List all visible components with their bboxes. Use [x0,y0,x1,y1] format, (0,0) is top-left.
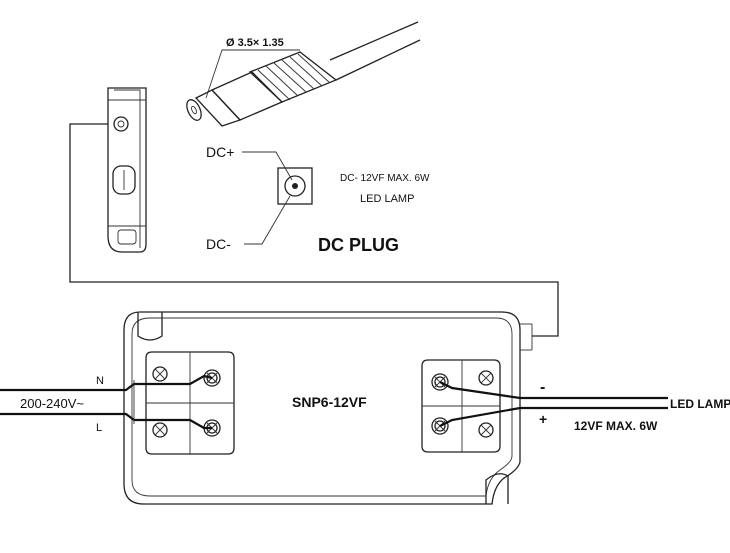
input-l-label: L [96,422,102,434]
dc-output-wire [69,123,559,337]
dc-minus-label: DC- [206,236,231,252]
dc-socket-symbol [242,151,313,245]
dc-plug-title: DC PLUG [318,235,399,255]
driver-housing [123,311,533,505]
output-rating-label: 12VF MAX. 6W [574,419,658,433]
model-label: SNP6-12VF [292,394,367,410]
rating-line-label: DC- 12VF MAX. 6W [340,173,430,184]
output-minus-label: - [540,379,545,396]
dc-plug-connector [186,21,421,127]
input-wires [0,374,213,430]
input-voltage-label: 200-240V~ [20,396,84,411]
output-led-lamp-label: LED LAMP [670,397,730,411]
input-terminal-block [145,351,235,455]
input-n-label: N [96,375,104,387]
output-terminal-block [421,359,501,453]
dc-plus-label: DC+ [206,144,234,160]
output-wires [439,381,668,427]
plug-size-label: Ø 3.5× 1.35 [226,37,284,49]
driver-side-view [107,87,147,253]
output-plus-label: + [539,411,547,427]
led-lamp-small-label: LED LAMP [360,193,414,205]
